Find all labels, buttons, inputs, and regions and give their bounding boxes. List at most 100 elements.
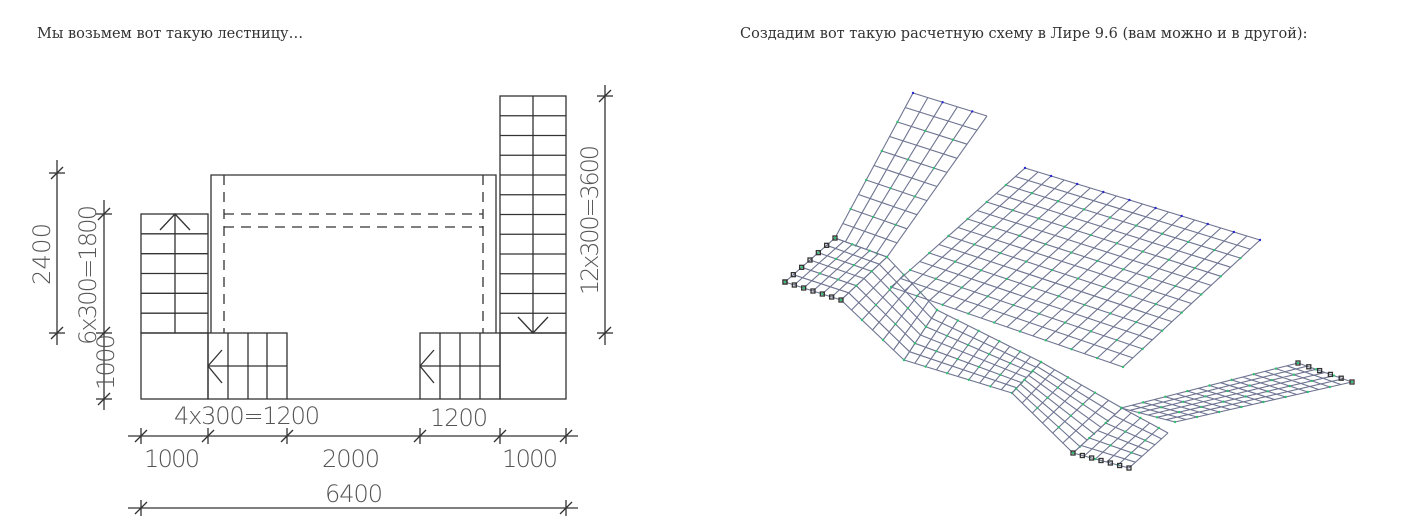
mesh-node [1009,362,1012,365]
mesh-patch [833,91,988,258]
mesh-node [988,352,991,356]
mesh-node [1036,406,1039,410]
mesh-node [817,251,820,254]
mesh-node [1159,406,1163,409]
right-flight [499,95,567,334]
mesh-node [1193,266,1197,270]
mesh-node [1121,365,1125,369]
mesh-node [1115,338,1118,342]
mesh-node [1019,350,1022,353]
mesh-node [924,325,928,328]
mesh-node [977,365,981,369]
mesh-node [1219,275,1223,278]
mesh-node [1004,183,1008,187]
mesh-node [1070,348,1073,351]
mesh-node [1063,225,1066,228]
mesh-node [934,277,938,280]
mesh-node [818,272,822,275]
mesh-node [1137,411,1141,414]
mesh-node [1037,217,1040,220]
mesh-node [935,308,939,312]
mesh-node [1030,191,1034,195]
support-icon [1349,379,1355,385]
dim-overall: 6400 [325,480,383,508]
mesh-node [1024,260,1028,263]
mesh-node [1014,387,1018,390]
mesh-node [896,120,899,124]
mesh-node [1232,230,1236,234]
mesh-node [1023,166,1027,170]
mesh-node [1018,234,1021,237]
mesh-node [1063,321,1067,324]
mesh-node [1070,251,1073,254]
mesh-node [999,373,1002,376]
mesh-node [1141,347,1144,351]
mesh-node [1031,286,1034,289]
mesh-node [1239,256,1242,260]
mesh-node [924,365,927,368]
mesh-node [977,329,980,332]
mesh-node [1248,384,1251,387]
mesh-node [1057,426,1060,429]
support-icon [838,297,844,303]
mesh-node [1096,356,1099,360]
support-icon [1338,375,1344,381]
mesh-node [906,158,910,161]
mesh-node [911,91,915,95]
mesh-node [941,101,944,104]
mesh-node [1056,200,1060,203]
mesh-node [1119,406,1123,410]
mesh-node [1023,378,1026,381]
mesh-patch [839,255,939,362]
mesh-node [1104,421,1107,425]
mesh-node [992,226,995,229]
mesh-node [1011,209,1014,212]
mesh-node [849,207,852,211]
mesh-node [1089,233,1092,237]
mesh-node [1180,311,1183,314]
right-small-flight [419,332,501,400]
mesh-patch [889,166,1262,369]
mesh-node [1226,389,1229,393]
mesh-node [902,358,906,362]
mesh-node [1244,395,1247,398]
mesh-node [956,319,959,322]
right-landing [499,332,567,400]
mesh-node [1204,395,1207,398]
mesh-node [924,129,927,133]
mesh-node [1154,302,1157,306]
dim-small-flight-right: 1200 [430,404,488,432]
mesh-node [860,318,864,322]
mesh-node [945,334,949,337]
mesh-node [888,288,891,291]
mesh-node [894,223,897,227]
mesh-node [1200,293,1203,296]
mesh-node [1128,198,1131,202]
mesh-node [836,278,840,281]
mesh-node [1218,410,1221,414]
mesh-node [932,166,936,170]
mesh-node [1115,242,1118,245]
mesh-node [1296,361,1300,365]
mesh-node [1292,373,1296,376]
left-flight [140,213,209,334]
mesh-node [1012,303,1015,307]
support-icon [1070,450,1076,456]
mesh-node [885,255,889,259]
mesh-node [1177,410,1181,414]
dim-right-flight: 12x300=3600 [576,145,604,295]
support-icon [1126,465,1132,471]
mesh-node [973,243,976,246]
mesh-node [913,195,917,198]
support-icon [1089,455,1095,461]
mesh-node [1039,360,1043,364]
mesh-node [1124,430,1127,433]
mesh-node [1230,378,1233,382]
support-icon [824,242,830,248]
dim-bottom-right: 1000 [502,445,558,473]
mesh-node [1154,206,1157,210]
lira-mesh-model [782,91,1355,471]
mesh-node [1222,400,1225,403]
mesh-node [855,284,858,287]
